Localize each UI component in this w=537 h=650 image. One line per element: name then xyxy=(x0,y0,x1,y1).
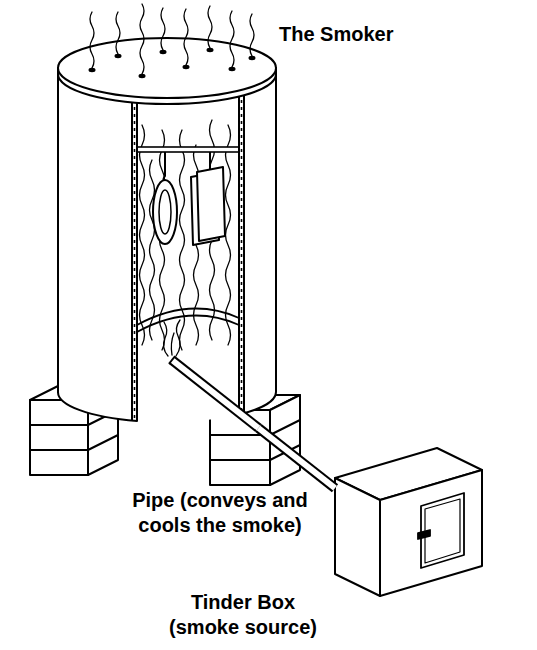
pipe-bore xyxy=(172,360,258,428)
smoke-wisp xyxy=(164,322,168,356)
hanging-fish xyxy=(153,180,177,244)
smoke-wisp xyxy=(161,8,165,50)
smoke-wisp xyxy=(116,12,120,54)
smoke-wisp xyxy=(250,14,254,56)
pipe-mouth xyxy=(169,356,175,364)
part-label: Tinder Box (smoke source) xyxy=(158,590,328,640)
smoker-wall xyxy=(135,93,242,418)
smoker-wall xyxy=(58,68,137,421)
smoke-wisp xyxy=(90,4,254,74)
tinder-box-door xyxy=(418,493,464,568)
smoke-wisp xyxy=(184,9,188,65)
hanging-fish xyxy=(164,152,166,182)
tinder-box-drawing xyxy=(335,447,483,599)
smoker-lid xyxy=(58,38,276,104)
cinder-block-stack xyxy=(210,420,300,460)
smoke-wisp xyxy=(208,6,212,48)
smoke-wisp xyxy=(140,4,144,74)
hanging-rod xyxy=(137,147,239,152)
cinder-block-stack xyxy=(270,395,300,485)
smoker-lid xyxy=(58,38,276,98)
smoke-wisp xyxy=(171,333,174,355)
hanging-fish xyxy=(159,190,171,234)
cinder-block-stack xyxy=(30,400,88,475)
smoker-wall xyxy=(58,68,276,421)
smoke-wisp xyxy=(150,160,155,340)
pipe-label: Pipe (conveys and cools the smoke) xyxy=(105,488,335,538)
tinder-box-body xyxy=(335,478,380,596)
smoke-wisp xyxy=(90,12,94,68)
smoke-wisp xyxy=(176,320,180,356)
smoker-floor xyxy=(137,309,239,325)
cinder-block-stack xyxy=(210,410,270,485)
smoker-wall xyxy=(132,89,244,420)
smoke-wisp xyxy=(140,120,231,356)
tinder-box: Tinder Box (smoke source) xyxy=(335,447,483,599)
smoker-drawing xyxy=(58,38,276,428)
tinder-box-body xyxy=(380,470,482,596)
pipe-bore xyxy=(258,428,335,488)
hanging-meat xyxy=(197,167,225,241)
smoker-illustration: The Smoker xyxy=(58,38,276,428)
pipe-inner-run xyxy=(172,360,258,428)
hanging-meat xyxy=(209,152,211,169)
vent-hole xyxy=(89,48,256,78)
hanging-fish xyxy=(153,152,177,244)
hanging-rod xyxy=(137,147,239,152)
pipe-connector xyxy=(258,428,335,488)
tinder-box-door xyxy=(418,530,430,539)
part-label: The Smoker xyxy=(279,22,393,47)
smoker-interior xyxy=(137,90,239,422)
smoke-wisp xyxy=(230,11,234,67)
tinder-box-body xyxy=(335,448,482,596)
smoke-wisp xyxy=(140,125,145,345)
hanging-meat xyxy=(191,152,225,245)
smoke-wisp xyxy=(226,125,231,345)
smoke-wisp xyxy=(180,130,185,350)
